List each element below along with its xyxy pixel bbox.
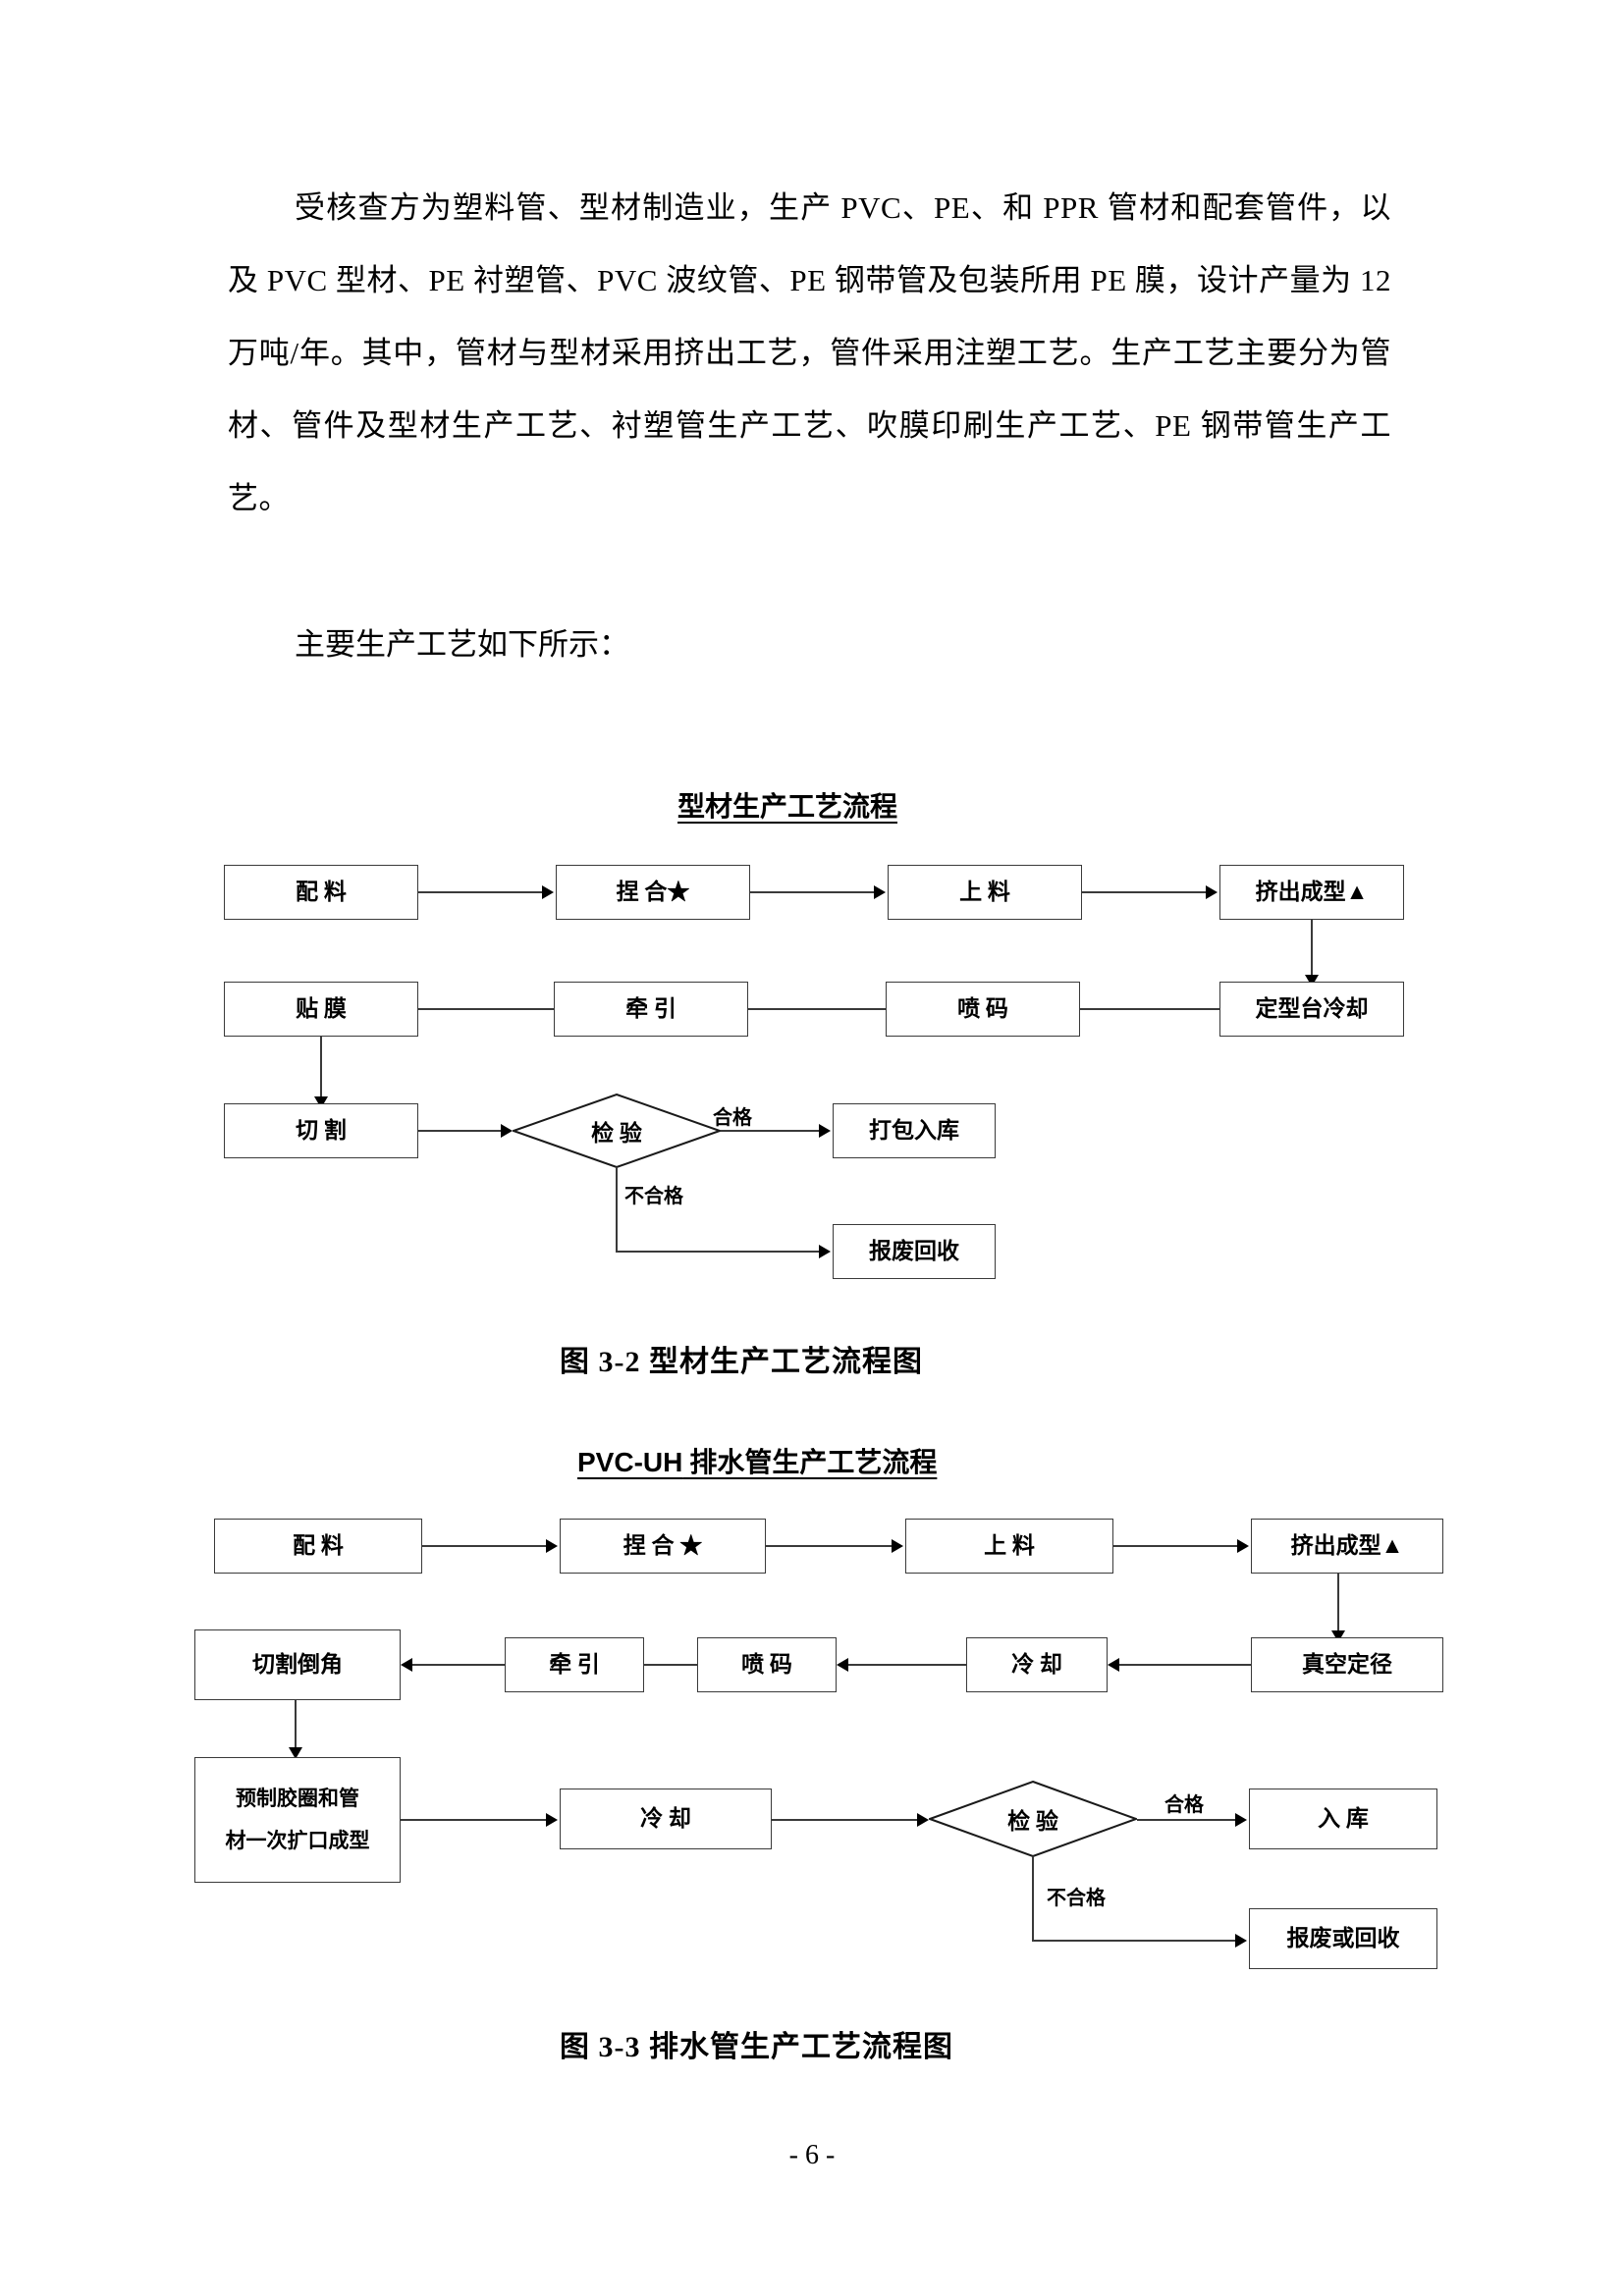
figure1-edge-5	[1080, 1008, 1219, 1010]
figure1-edge-8	[320, 1037, 322, 1100]
figure1-arrow-pass-icon	[819, 1124, 831, 1138]
figure2-edge-fail-h	[1032, 1940, 1239, 1942]
paragraph-intro: 受核查方为塑料管、型材制造业，生产 PVC、PE、和 PPR 管材和配套管件，以…	[228, 172, 1391, 535]
figure1-title: 型材生产工艺流程	[677, 792, 898, 823]
figure1-edge-4	[1311, 920, 1313, 979]
figure2-caption: 图 3-3 排水管生产工艺流程图	[560, 2031, 953, 2063]
figure2-arrow-10-icon	[546, 1813, 558, 1827]
figure2-edge-10	[401, 1819, 550, 1821]
figure1-decision-label: 检 验	[591, 1121, 642, 1146]
paragraph-lead-in-text: 主要生产工艺如下所示：	[295, 627, 629, 662]
figure2-decision-jianyan: 检 验	[929, 1781, 1137, 1857]
paragraph-lead-in: 主要生产工艺如下所示：	[228, 609, 1391, 681]
figure1-edge-9	[418, 1130, 505, 1132]
figure2-edge-11	[772, 1819, 921, 1821]
figure1-node-niehe: 捏 合★	[556, 865, 750, 920]
figure1-node-qianyin: 牵 引	[554, 982, 748, 1037]
figure2-node-jichuchengxing: 挤出成型▲	[1251, 1519, 1443, 1574]
figure1-arrow-9-icon	[501, 1124, 513, 1138]
figure2-node-yuzhijiaoquan-line2: 材一次扩口成型	[225, 1829, 370, 1853]
figure1-node-tiemo: 贴 膜	[224, 982, 418, 1037]
figure2-title-rest: 排水管生产工艺流程	[682, 1448, 938, 1478]
figure2-arrow-11-icon	[917, 1813, 929, 1827]
figure1-edge-fail-v	[616, 1168, 618, 1253]
figure2-node-niehe: 捏 合 ★	[560, 1519, 766, 1574]
figure2-node-yuzhijiaoquan-line1: 预制胶圈和管	[236, 1786, 359, 1810]
figure2-arrow-1-icon	[546, 1539, 558, 1553]
figure2-edge-9	[295, 1700, 297, 1751]
figure2-node-qianyin: 牵 引	[505, 1637, 644, 1692]
figure2-edge-label-fail: 不合格	[1047, 1888, 1106, 1909]
paragraph-intro-text: 受核查方为塑料管、型材制造业，生产 PVC、PE、和 PPR 管材和配套管件，以…	[228, 190, 1391, 515]
figure1-arrow-2-icon	[874, 885, 886, 899]
figure1-node-dingxingtai: 定型台冷却	[1219, 982, 1404, 1037]
figure2-arrow-fail-icon	[1235, 1934, 1247, 1948]
figure2-arrow-2-icon	[892, 1539, 903, 1553]
figure2-edge-3	[1113, 1545, 1239, 1547]
figure2-edge-fail-v	[1032, 1857, 1034, 1942]
figure1-node-shangliao: 上 料	[888, 865, 1082, 920]
figure1-decision-jianyan: 检 验	[513, 1094, 721, 1168]
diamond-shape-icon	[513, 1094, 721, 1168]
figure2-edge-5	[1119, 1664, 1251, 1666]
figure1-arrow-fail-icon	[819, 1245, 831, 1258]
figure2-node-baofeihuohuishou: 报废或回收	[1249, 1908, 1437, 1969]
figure2-arrow-8-icon	[401, 1658, 412, 1672]
figure2-edge-6	[848, 1664, 966, 1666]
figure2-arrow-pass-icon	[1235, 1813, 1247, 1827]
figure1-edge-label-pass: 合格	[713, 1107, 752, 1129]
figure2-arrow-3-icon	[1237, 1539, 1249, 1553]
figure2-edge-1	[422, 1545, 548, 1547]
figure2-node-zhenkongdingjing: 真空定径	[1251, 1637, 1443, 1692]
figure2-edge-8	[412, 1664, 505, 1666]
diamond-shape-icon	[929, 1781, 1137, 1857]
figure2-arrow-5-icon	[1108, 1658, 1119, 1672]
figure1-edge-7	[418, 1008, 554, 1010]
figure2-node-peiliao: 配 料	[214, 1519, 422, 1574]
figure1-node-jichuchengxing: 挤出成型▲	[1219, 865, 1404, 920]
figure1-node-dabaoruku: 打包入库	[833, 1103, 996, 1158]
figure2-node-lengque1: 冷 却	[966, 1637, 1108, 1692]
figure2-node-qiegedaojiao: 切割倒角	[194, 1629, 401, 1700]
figure2-edge-label-pass: 合格	[1164, 1794, 1204, 1816]
figure1-arrow-3-icon	[1206, 885, 1218, 899]
figure1-edge-label-fail: 不合格	[624, 1186, 683, 1207]
figure1-edge-2	[750, 891, 876, 893]
figure1-node-baofeihuishou: 报废回收	[833, 1224, 996, 1279]
figure2-decision-label: 检 验	[1007, 1809, 1058, 1834]
figure1-node-penma: 喷 码	[886, 982, 1080, 1037]
figure1-arrow-1-icon	[542, 885, 554, 899]
figure2-edge-4	[1337, 1574, 1339, 1634]
figure1-edge-3	[1082, 891, 1208, 893]
figure2-edge-pass	[1137, 1819, 1239, 1821]
page-number: - 6 -	[788, 2140, 836, 2170]
figure1-edge-6	[748, 1008, 886, 1010]
figure1-edge-1	[418, 891, 544, 893]
figure1-edge-pass	[721, 1130, 823, 1132]
figure2-title-prefix: PVC-UH	[577, 1447, 683, 1477]
figure2-node-ruku: 入 库	[1249, 1789, 1437, 1849]
figure2-title: PVC-UH 排水管生产工艺流程	[577, 1441, 937, 1480]
figure2-node-shangliao: 上 料	[905, 1519, 1113, 1574]
figure2-node-yuzhijiaoquan: 预制胶圈和管 材一次扩口成型	[194, 1757, 401, 1883]
figure2-node-penma: 喷 码	[697, 1637, 837, 1692]
figure2-arrow-9-icon	[289, 1747, 302, 1759]
figure2-edge-2	[766, 1545, 893, 1547]
figure2-node-lengque2: 冷 却	[560, 1789, 772, 1849]
figure1-node-peiliao: 配 料	[224, 865, 418, 920]
figure1-node-qiege: 切 割	[224, 1103, 418, 1158]
figure1-caption: 图 3-2 型材生产工艺流程图	[560, 1346, 923, 1378]
figure1-edge-fail-h	[616, 1251, 821, 1253]
figure2-arrow-6-icon	[837, 1658, 848, 1672]
